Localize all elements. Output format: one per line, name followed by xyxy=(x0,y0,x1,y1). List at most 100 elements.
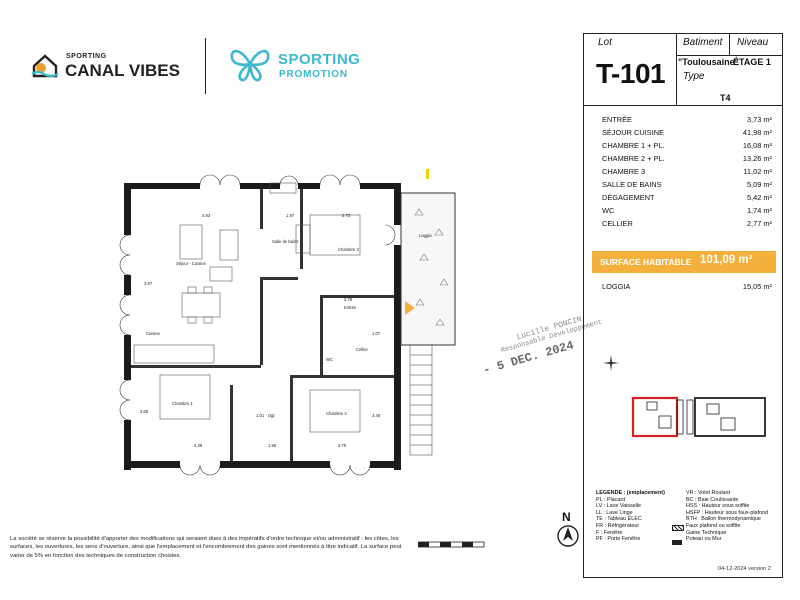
room-area: 3,73 m² xyxy=(746,115,772,124)
room-name: CHAMBRE 3 xyxy=(602,167,646,176)
label-chambre3: Chambre 3 xyxy=(338,247,359,252)
legend-item: BTH : Ballon thermodynamique xyxy=(686,516,761,523)
surface-label: SURFACE HABITABLE xyxy=(600,257,692,267)
window-arcs xyxy=(119,174,396,476)
exterior-stair xyxy=(409,344,433,456)
north-label: N xyxy=(562,510,571,524)
dim-left2: 3.65 xyxy=(140,409,149,414)
room-area: 16,08 m² xyxy=(742,141,772,150)
legend-item: VR : Volet Roulant xyxy=(686,490,731,496)
compass-icon xyxy=(557,525,579,547)
legend-left: LEGENDE : (emplacement) PL : Placard LV … xyxy=(596,490,665,543)
sporting-promotion-logo: SPORTING PROMOTION xyxy=(228,44,388,88)
room-row: WC 1,74 m² xyxy=(602,206,772,217)
furniture xyxy=(133,182,361,433)
hdr-hline-2 xyxy=(583,105,783,106)
label-degagement: Dgt xyxy=(268,413,275,418)
niveau-label: Niveau xyxy=(737,37,769,48)
small-compass-icon xyxy=(603,355,619,371)
room-row: CELLIER 2,77 m² xyxy=(602,219,772,230)
label-chambre2: Chambre 2 xyxy=(326,411,347,416)
legend-item: FR : Réfrigérateur xyxy=(596,522,640,529)
poteau-swatch xyxy=(672,540,682,545)
surface-value: 101,09 m² xyxy=(700,254,753,266)
label-sdb: Salle de bains xyxy=(272,239,298,244)
lot-value: T-101 xyxy=(596,58,666,89)
room-row: CHAMBRE 1 + PL. 16,08 m² xyxy=(602,141,772,152)
loggia-label: LOGGIA xyxy=(602,282,631,291)
dim-top-1: 4.83 xyxy=(202,213,211,218)
label-entree: Entrée xyxy=(344,305,357,310)
butterfly-icon xyxy=(230,49,270,82)
entrance-arrow-icon xyxy=(405,301,415,315)
outer-walls xyxy=(124,183,401,470)
type-value: T4 xyxy=(720,93,731,103)
room-row: ENTRÉE 3,73 m² xyxy=(602,115,772,126)
hdr-vline-1 xyxy=(676,33,677,105)
hdr-hline-1 xyxy=(676,55,783,56)
room-row: SÉJOUR CUISINE 41,98 m² xyxy=(602,128,772,139)
canal-vibes-logo: SPORTING CANAL VIBES xyxy=(30,50,190,84)
legend-item: BC : Baie Coulissante xyxy=(686,496,739,503)
canal-vibes-small-text: SPORTING xyxy=(66,53,107,60)
legend-item: Gaine Technique xyxy=(686,529,727,536)
room-name: CELLIER xyxy=(602,219,633,228)
room-row: CHAMBRE 2 + PL. 13,26 m² xyxy=(602,154,772,165)
legend-item: PL : Placard xyxy=(596,496,626,503)
floor-plan: Séjour - Cuisine Cuisine Chambre 1 Chamb… xyxy=(119,169,456,476)
room-area: 5,42 m² xyxy=(746,193,772,202)
legend-item: PF : Porte Fenêtre xyxy=(596,536,641,543)
dim-bottom-3: 3.75 xyxy=(338,443,347,448)
dim-top-2: 1.97 xyxy=(286,213,295,218)
label-cuisine: Cuisine xyxy=(146,331,161,336)
key-plan xyxy=(631,396,766,438)
dim-bottom-2: 1.56 xyxy=(268,443,277,448)
legend-item: Poteau ou Mur xyxy=(686,536,722,543)
room-area: 5,09 m² xyxy=(746,180,772,189)
logo-divider xyxy=(205,38,206,94)
room-name: ENTRÉE xyxy=(602,115,632,124)
room-area: 1,74 m² xyxy=(746,206,772,215)
niveau-value: ÉTAGE 1 xyxy=(733,57,771,67)
legend-item: LV : Lave Vaisselle xyxy=(596,503,642,510)
room-area: 41,98 m² xyxy=(742,128,772,137)
marker-yellow xyxy=(426,169,429,179)
surface-habitable-band xyxy=(592,251,776,273)
room-name: SALLE DE BAINS xyxy=(602,180,662,189)
dim-top-3: 2.72 xyxy=(342,213,351,218)
footer-version: 04-12-2024 version 2 xyxy=(718,566,771,572)
loggia-area xyxy=(400,192,456,346)
gaine-swatch xyxy=(672,525,684,531)
label-chambre1: Chambre 1 xyxy=(172,401,193,406)
legend-item: HSFP : Hauteur sous faux-plafond xyxy=(686,509,769,516)
room-name: CHAMBRE 1 + PL. xyxy=(602,141,665,150)
scale-bar xyxy=(418,541,485,548)
legend-item: LL : Lave Linge xyxy=(596,509,633,516)
label-loggia: Loggia xyxy=(419,233,432,238)
batiment-label: Batiment xyxy=(683,37,723,48)
batiment-value: "Toulousaine" xyxy=(678,57,739,67)
legend-item: Faux plafond ou soffite xyxy=(686,522,741,529)
room-name: WC xyxy=(602,206,615,215)
dim-bottom-1: 4.38 xyxy=(194,443,203,448)
room-name: SÉJOUR CUISINE xyxy=(602,128,665,137)
info-panel xyxy=(583,33,783,578)
legend-item: F : Fenêtre xyxy=(596,529,623,536)
label-wc: WC xyxy=(326,357,333,362)
room-area: 13,26 m² xyxy=(742,154,772,163)
sporting-promo-top-text: SPORTING xyxy=(278,51,361,68)
room-area: 11,02 m² xyxy=(743,167,772,176)
room-name: CHAMBRE 2 + PL. xyxy=(602,154,665,163)
canal-vibes-big-text: CANAL VIBES xyxy=(65,61,180,80)
dim-mid: 2.78 xyxy=(344,297,353,302)
loggia-pattern xyxy=(414,208,449,326)
sporting-promo-bottom-text: PROMOTION xyxy=(279,69,348,80)
dim-deg: 1.01 xyxy=(256,413,265,418)
canal-vibes-mark-icon xyxy=(31,54,59,78)
legend-title: LEGENDE : (emplacement) xyxy=(596,490,665,496)
hdr-vline-2 xyxy=(729,33,730,55)
room-area: 2,77 m² xyxy=(746,219,772,228)
type-label: Type xyxy=(683,71,705,82)
